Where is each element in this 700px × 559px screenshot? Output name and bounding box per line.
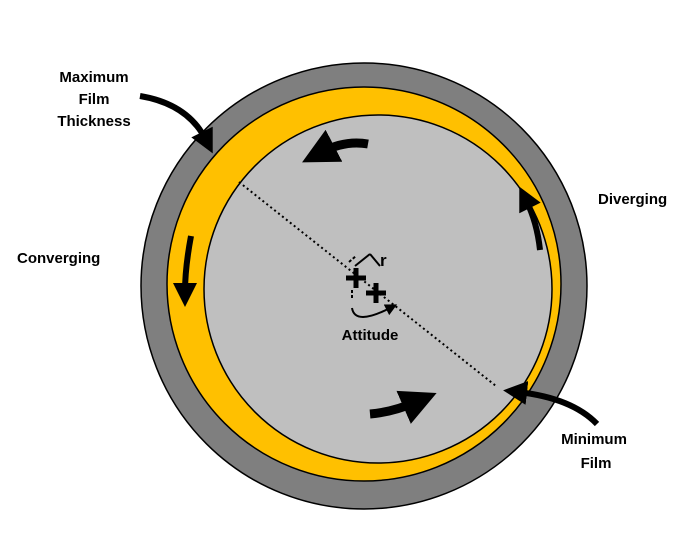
- rotation-arrow-bottom-icon: [369, 390, 437, 424]
- flow-arrow-diverging-icon: [519, 186, 543, 251]
- rotation-arrow-top-icon: [302, 129, 369, 163]
- journal-center-plus-icon: [366, 283, 386, 303]
- radius-dimension: [348, 253, 381, 300]
- flow-arrow-converging-icon: [173, 235, 198, 307]
- attitude-angle-arrow-icon: [351, 304, 398, 318]
- max-film-pointer-arrow-icon: [139, 93, 213, 154]
- converging-label: Converging: [17, 250, 100, 267]
- bearing-center-plus-icon: [346, 268, 366, 288]
- diverging-label: Diverging: [598, 191, 667, 208]
- max-film-label-line2: Film: [79, 91, 110, 108]
- min-film-pointer-arrow-icon: [503, 381, 600, 427]
- max-film-label-line3: Thickness: [57, 113, 130, 130]
- min-film-label-line1: Minimum: [561, 431, 627, 448]
- attitude-label: Attitude: [342, 327, 399, 344]
- radius-label: r: [380, 251, 387, 270]
- min-film-label-line2: Film: [581, 455, 612, 472]
- max-film-label-line1: Maximum: [59, 69, 128, 86]
